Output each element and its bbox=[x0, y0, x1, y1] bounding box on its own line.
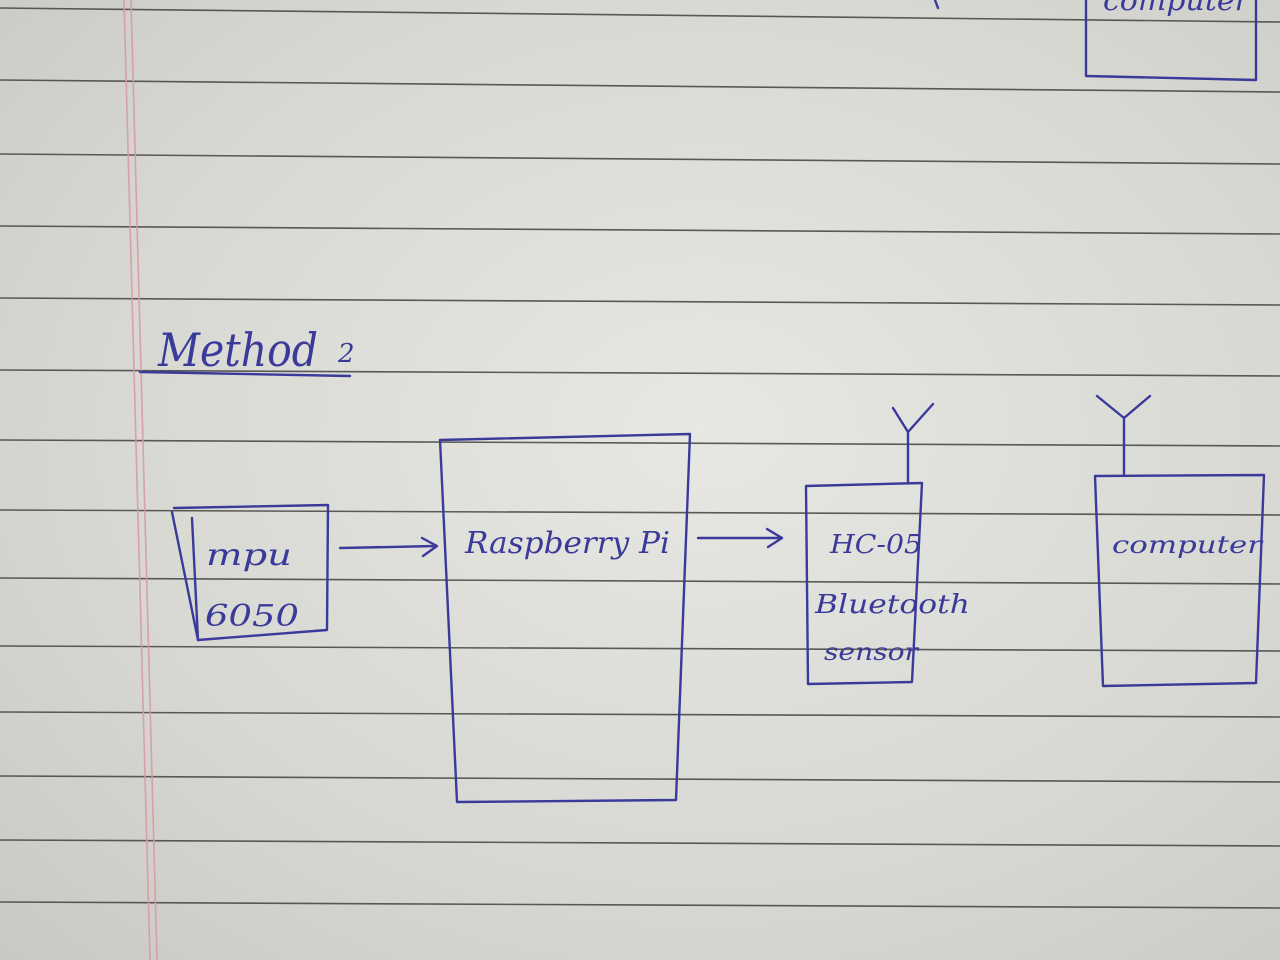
heading-underline bbox=[138, 370, 352, 378]
computer-antenna-icon bbox=[1095, 394, 1152, 478]
node-computer-label: computer bbox=[1112, 531, 1264, 559]
node-hc05-line-2: Bluetooth bbox=[814, 590, 970, 620]
node-mpu: mpu 6050 bbox=[170, 503, 330, 642]
hc05-antenna-icon bbox=[891, 402, 935, 484]
top-computer-label: computer bbox=[1103, 0, 1251, 17]
node-mpu-line-1: mpu bbox=[206, 538, 292, 573]
top-computer-box: computer bbox=[1084, 0, 1258, 82]
edge-mpu-raspberry bbox=[338, 536, 439, 558]
node-computer: computer bbox=[1093, 394, 1266, 688]
node-raspberry: Raspberry Pi bbox=[438, 432, 692, 804]
margin-lines bbox=[123, 0, 158, 960]
top-ink-mark bbox=[933, 0, 940, 10]
edge-raspberry-hc05 bbox=[696, 527, 784, 549]
heading: Method 2 bbox=[138, 323, 355, 378]
node-hc05-line-3: sensor bbox=[824, 638, 920, 666]
node-hc05-line-1: HC-05 bbox=[829, 530, 922, 560]
node-raspberry-label: Raspberry Pi bbox=[464, 526, 670, 561]
ruled-lines bbox=[0, 7, 1280, 909]
heading-text: Method bbox=[157, 323, 318, 377]
node-mpu-line-2: 6050 bbox=[205, 599, 299, 634]
node-hc05: HC-05 Bluetooth sensor bbox=[804, 402, 970, 686]
heading-number: 2 bbox=[337, 339, 355, 369]
